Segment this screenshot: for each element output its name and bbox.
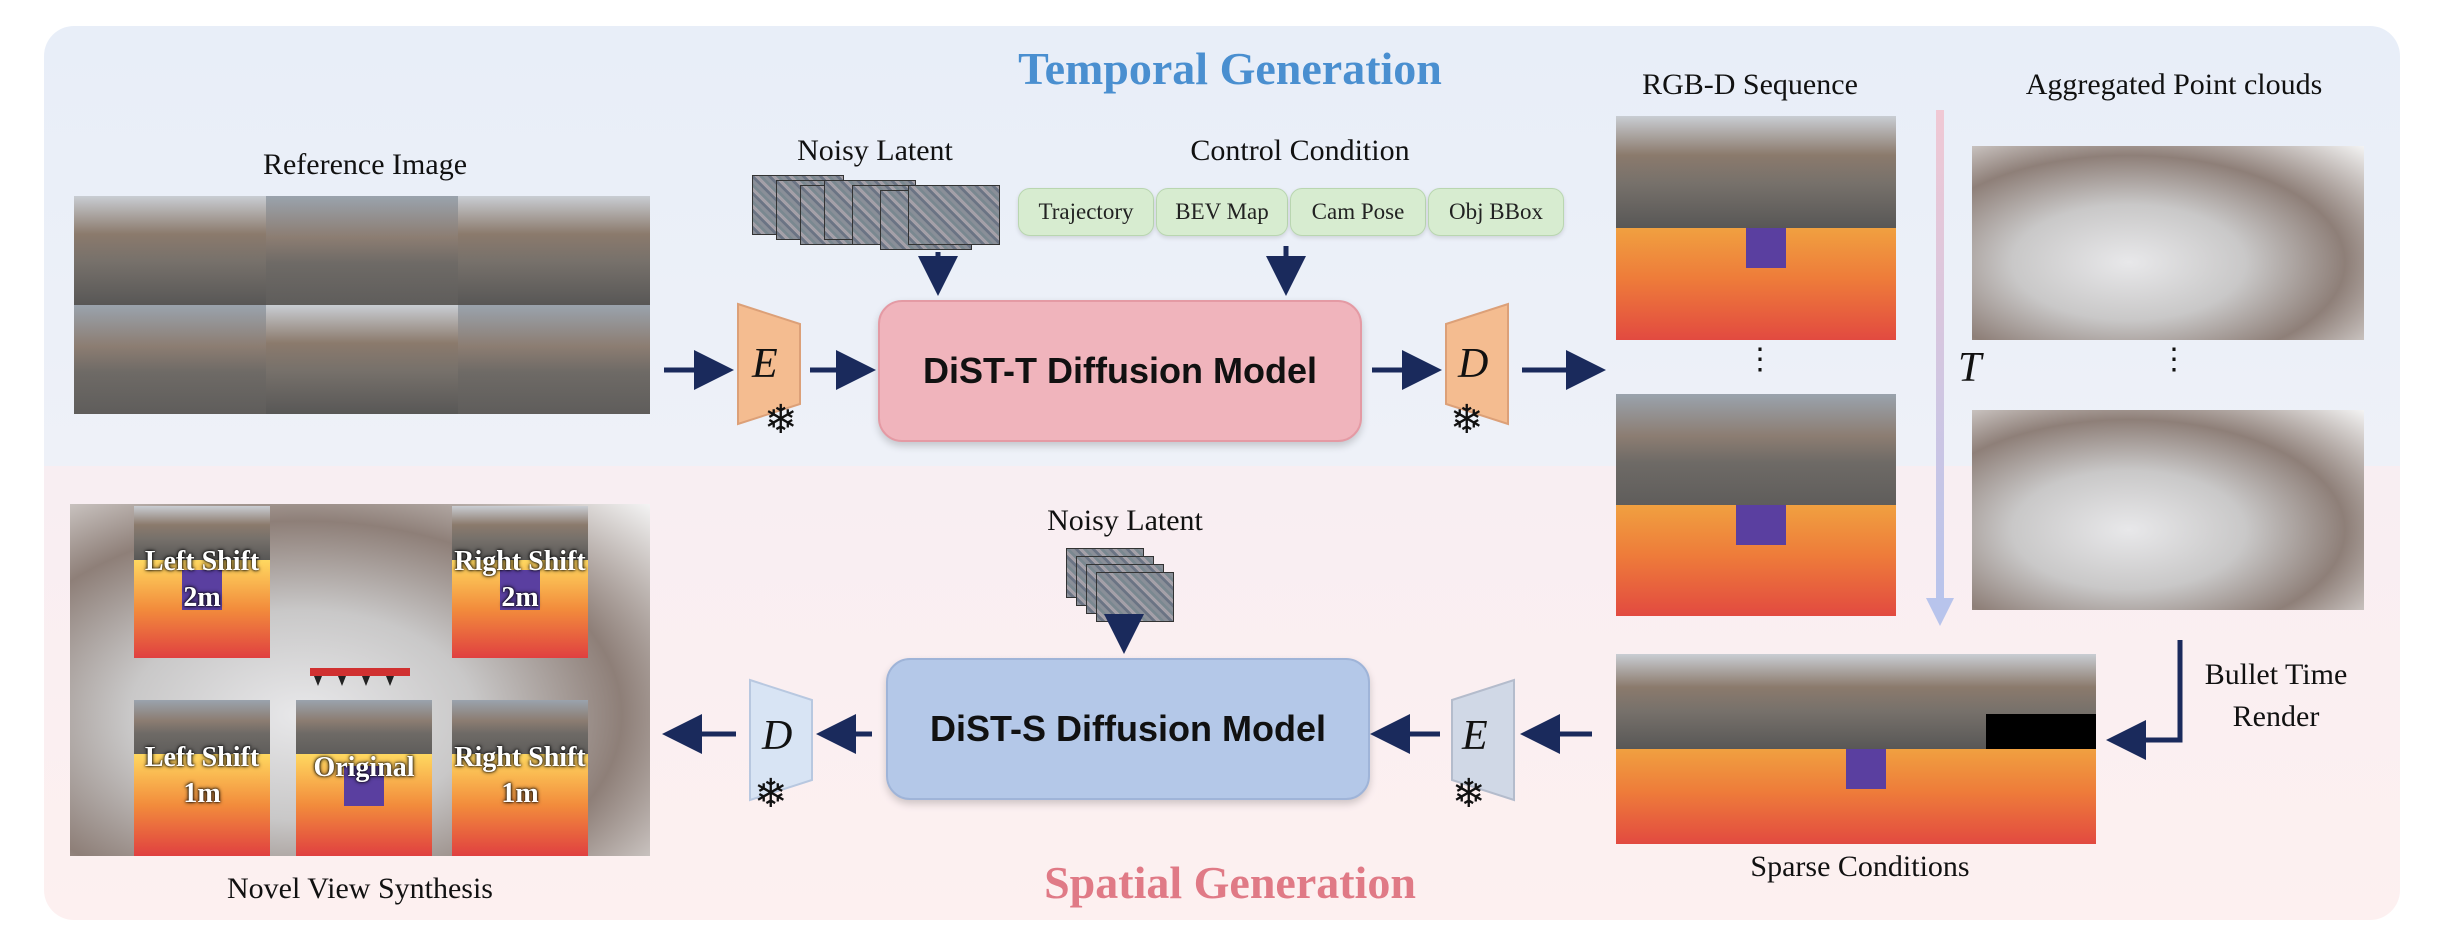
sparse-conditions-label: Sparse Conditions <box>1750 850 1970 883</box>
view-left-shift-1m <box>134 700 270 856</box>
view-original <box>296 700 432 856</box>
chip-obj-bbox: Obj BBox <box>1428 188 1564 236</box>
chip-cam-pose: Cam Pose <box>1290 188 1426 236</box>
sparse-conditions-image <box>1616 654 2096 844</box>
snowflake-icon: ❄ <box>764 397 798 442</box>
arrow-bullet-time-render <box>2106 640 2183 760</box>
spatial-generation-title: Spatial Generation <box>1044 857 1416 908</box>
time-arrow <box>1926 110 1954 626</box>
noisy-latent-top-label: Noisy Latent <box>797 134 953 167</box>
caption-left-shift-1m-line1: Left Shift <box>144 742 260 773</box>
caption-left-shift-2m-line2: 2m <box>183 582 221 613</box>
time-symbol: T <box>1958 345 1982 391</box>
point-cloud-top <box>1972 146 2364 340</box>
caption-right-shift-2m-line2: 2m <box>501 582 539 613</box>
encoder-bottom-label: E <box>1462 713 1488 759</box>
dist-s-diffusion-model: DiST-S Diffusion Model <box>886 658 1370 800</box>
rgbd-ellipsis: ⋮ <box>1745 343 1775 376</box>
rgbd-frame-top <box>1616 116 1896 340</box>
camera-markers <box>310 668 410 686</box>
view-left-shift-2m <box>134 506 270 658</box>
bullet-time-line2: Render <box>2232 700 2320 733</box>
caption-right-shift-2m-line1: Right Shift <box>454 546 586 577</box>
caption-right-shift-1m-line1: Right Shift <box>454 742 586 773</box>
chip-trajectory: Trajectory <box>1018 188 1154 236</box>
noisy-latent-bottom-label: Noisy Latent <box>1047 504 1203 537</box>
chip-bev-map: BEV Map <box>1156 188 1288 236</box>
caption-left-shift-2m-line1: Left Shift <box>144 546 260 577</box>
caption-left-shift-1m-line2: 1m <box>183 778 221 809</box>
snowflake-icon: ❄ <box>754 771 788 816</box>
caption-right-shift-1m-line2: 1m <box>501 778 539 809</box>
encoder-bottom-shape <box>1451 678 1515 802</box>
view-right-shift-1m <box>452 700 588 856</box>
view-right-shift-2m <box>452 506 588 658</box>
reference-image-label: Reference Image <box>262 148 468 181</box>
aggregated-point-clouds-label: Aggregated Point clouds <box>2025 68 2323 101</box>
decoder-bottom-label: D <box>762 713 793 759</box>
novel-view-synthesis-label: Novel View Synthesis <box>227 872 493 905</box>
control-condition-label: Control Condition <box>1190 134 1410 167</box>
reference-image <box>74 196 650 414</box>
dist-t-diffusion-model: DiST-T Diffusion Model <box>878 300 1362 442</box>
point-cloud-bottom <box>1972 410 2364 610</box>
temporal-generation-title: Temporal Generation <box>1018 43 1442 94</box>
decoder-top-shape <box>1445 302 1509 426</box>
rgbd-sequence-label: RGB-D Sequence <box>1642 68 1858 101</box>
snowflake-icon: ❄ <box>1450 397 1484 442</box>
snowflake-icon: ❄ <box>1452 771 1486 816</box>
encoder-top-label: E <box>752 341 778 387</box>
point-cloud-ellipsis: ⋮ <box>2159 343 2189 376</box>
decoder-bottom-shape <box>749 678 813 802</box>
rgbd-frame-bottom <box>1616 394 1896 616</box>
bullet-time-line1: Bullet Time <box>2204 658 2348 691</box>
encoder-top-shape <box>737 302 801 426</box>
decoder-top-label: D <box>1458 341 1489 387</box>
caption-original: Original <box>313 752 415 783</box>
